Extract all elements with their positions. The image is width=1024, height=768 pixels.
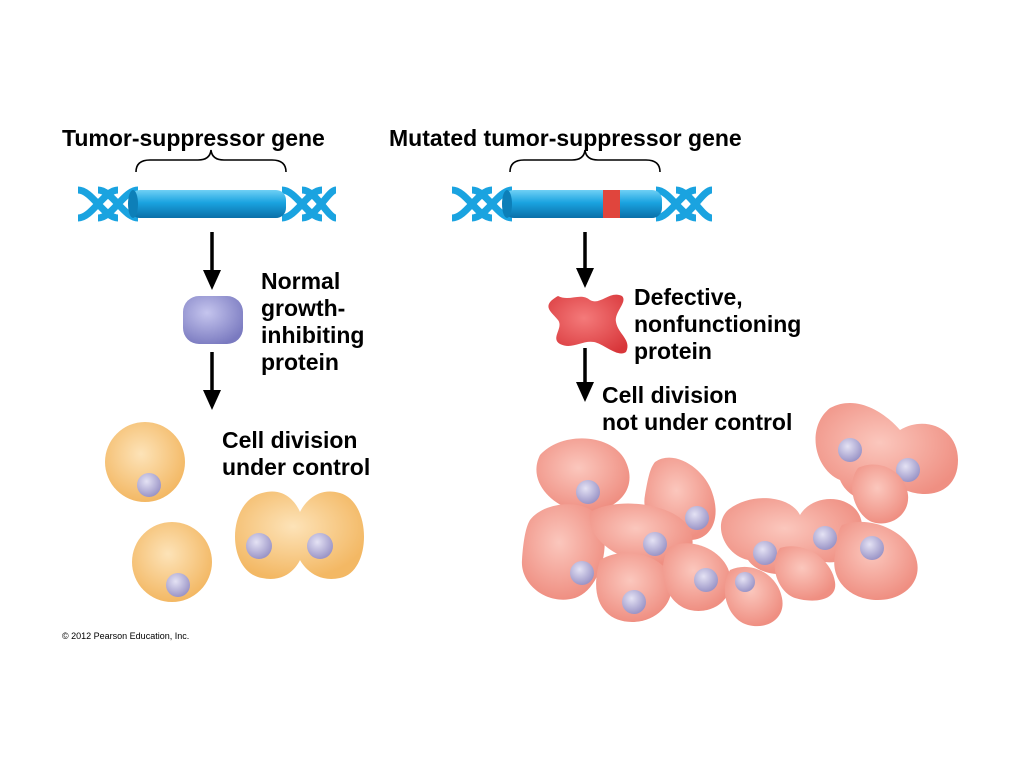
normal-cells [105,422,364,602]
defective-protein [548,294,628,354]
normal-protein [183,296,243,344]
normal-protein-label: Normal growth- inhibiting protein [261,268,365,375]
right-arrow-1 [576,232,594,288]
left-arrow-2 [203,352,221,410]
mutated-gene-label: Mutated tumor-suppressor gene [389,125,742,151]
defective-protein-label: Defective, nonfunctioning protein [634,284,802,364]
tumor-suppressor-gene-label: Tumor-suppressor gene [62,125,325,151]
left-gene-brace [135,149,287,173]
right-dna-strand [451,186,714,222]
right-gene-brace [509,149,661,173]
copyright-credit: © 2012 Pearson Education, Inc. [62,631,190,641]
controlled-division-label: Cell division under control [222,427,371,480]
left-dna-strand [77,186,338,222]
right-arrow-2 [576,348,594,402]
mutation-site [603,190,620,218]
uncontrolled-division-label: Cell division not under control [602,382,793,435]
left-arrow-1 [203,232,221,290]
tumor-cells [521,402,958,627]
